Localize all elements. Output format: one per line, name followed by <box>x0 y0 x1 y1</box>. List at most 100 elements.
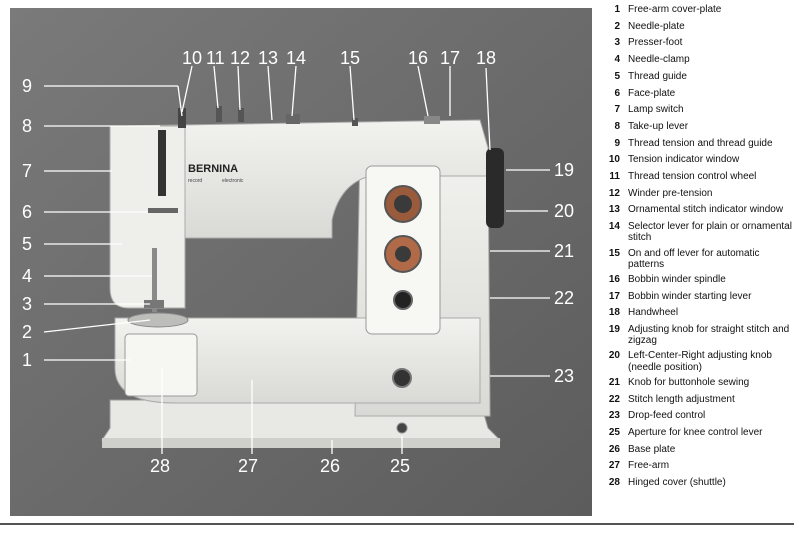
legend-number: 15 <box>608 247 620 259</box>
legend-number: 16 <box>608 273 620 285</box>
legend-item-22: 22 Stitch length adjustment <box>600 394 794 405</box>
legend-label: Needle-plate <box>628 20 685 32</box>
machine-head <box>109 125 186 309</box>
hinged-cover <box>124 333 198 397</box>
legend-number: 6 <box>614 87 620 99</box>
legend-item-13: 13 Ornamental stitch indicator window <box>600 204 794 215</box>
callout-14: 14 <box>286 48 306 68</box>
legend-number: 13 <box>608 204 620 216</box>
legend-label: Presser-foot <box>628 37 683 49</box>
zigzag-knob-center <box>394 195 412 213</box>
take-up-lever <box>158 130 166 196</box>
callout-9: 9 <box>22 76 32 96</box>
winder-pretension <box>238 108 244 122</box>
legend-label: Free-arm cover-plate <box>628 4 722 15</box>
callout-15: 15 <box>340 48 360 68</box>
legend-label: Face-plate <box>628 87 676 99</box>
bottom-rule <box>0 523 794 525</box>
callout-23: 23 <box>554 366 574 386</box>
legend-label: Free-arm <box>628 460 670 472</box>
callout-3: 3 <box>22 294 32 314</box>
legend-number: 12 <box>608 187 620 199</box>
legend-number: 9 <box>614 137 620 149</box>
tension-wheel <box>216 106 222 122</box>
callout-11: 11 <box>206 48 225 68</box>
legend-number: 14 <box>608 221 620 233</box>
legend-label: Needle-clamp <box>628 54 690 66</box>
callout-20: 20 <box>554 201 574 221</box>
legend-item-10: 10 Tension indicator window <box>600 154 794 165</box>
brand-sub-right: electronic <box>222 178 244 184</box>
legend-label: Winder pre-tension <box>628 187 713 199</box>
legend-label: Adjusting knob for straight stitch and z… <box>628 324 790 347</box>
legend-item-7: 7 Lamp switch <box>600 104 794 115</box>
sewing-machine-photo: BERNINA record electronic <box>10 8 592 516</box>
legend-number: 20 <box>608 350 620 362</box>
callout-28: 28 <box>150 456 170 476</box>
callout-17: 17 <box>440 48 460 68</box>
legend-label: Stitch length adjustment <box>628 393 735 405</box>
legend-label: Tension indicator window <box>628 154 740 166</box>
legend-item-9: 9 Thread tension and thread guide <box>600 138 794 149</box>
base-plate-edge <box>102 438 500 448</box>
legend-number: 10 <box>608 154 620 166</box>
legend-label: Aperture for knee control lever <box>628 426 763 438</box>
legend-item-25: 25 Aperture for knee control lever <box>600 427 794 438</box>
legend-item-18: 18 Handwheel <box>600 307 794 318</box>
legend-number: 26 <box>608 443 620 455</box>
knee-lever-aperture <box>396 422 408 434</box>
legend-item-1: 1 Free-arm cover-plate <box>600 4 794 15</box>
legend-label: Drop-feed control <box>628 410 706 422</box>
legend-number: 25 <box>608 426 620 438</box>
legend-label: Handwheel <box>628 307 679 319</box>
legend-label: Lamp switch <box>628 104 684 116</box>
legend-item-2: 2 Needle-plate <box>600 21 794 32</box>
callout-21: 21 <box>554 241 574 261</box>
legend-item-15: 15 On and off lever for automatic pattern… <box>600 248 794 270</box>
buttonhole-knob <box>393 290 413 310</box>
leader-lines <box>43 65 550 454</box>
callout-16: 16 <box>408 48 428 68</box>
legend-label: Thread guide <box>628 70 687 82</box>
legend-number: 7 <box>614 104 620 116</box>
legend-label: On and off lever for automatic patterns <box>628 247 760 270</box>
legend-number: 18 <box>608 307 620 319</box>
callout-22: 22 <box>554 288 574 308</box>
brand-sub-left: record <box>188 178 202 184</box>
callout-27: 27 <box>238 456 258 476</box>
legend-item-23: 23 Drop-feed control <box>600 410 794 421</box>
selector-lever <box>286 114 300 124</box>
legend-number: 23 <box>608 410 620 422</box>
callout-18: 18 <box>476 48 496 68</box>
thread-tension-guide <box>178 108 186 128</box>
free-arm <box>114 317 481 404</box>
legend-number: 21 <box>608 376 620 388</box>
legend-label: Thread tension and thread guide <box>628 137 773 149</box>
callout-19: 19 <box>554 160 574 180</box>
legend-label: Take-up lever <box>628 120 689 132</box>
callout-1: 1 <box>22 350 32 370</box>
brand-logo: BERNINA <box>188 163 238 175</box>
legend-number: 22 <box>608 393 620 405</box>
legend-number: 2 <box>614 20 620 32</box>
callout-4: 4 <box>22 266 32 286</box>
thread-guide-bar <box>148 208 178 213</box>
callout-2: 2 <box>22 322 32 342</box>
callout-7: 7 <box>22 161 32 181</box>
legend-item-6: 6 Face-plate <box>600 88 794 99</box>
callout-10: 10 <box>182 48 202 68</box>
automatic-lever <box>352 118 358 126</box>
legend-number: 27 <box>608 460 620 472</box>
legend-label: Ornamental stitch indicator window <box>628 204 784 216</box>
legend-number: 1 <box>614 4 620 15</box>
presser-foot <box>144 300 164 308</box>
